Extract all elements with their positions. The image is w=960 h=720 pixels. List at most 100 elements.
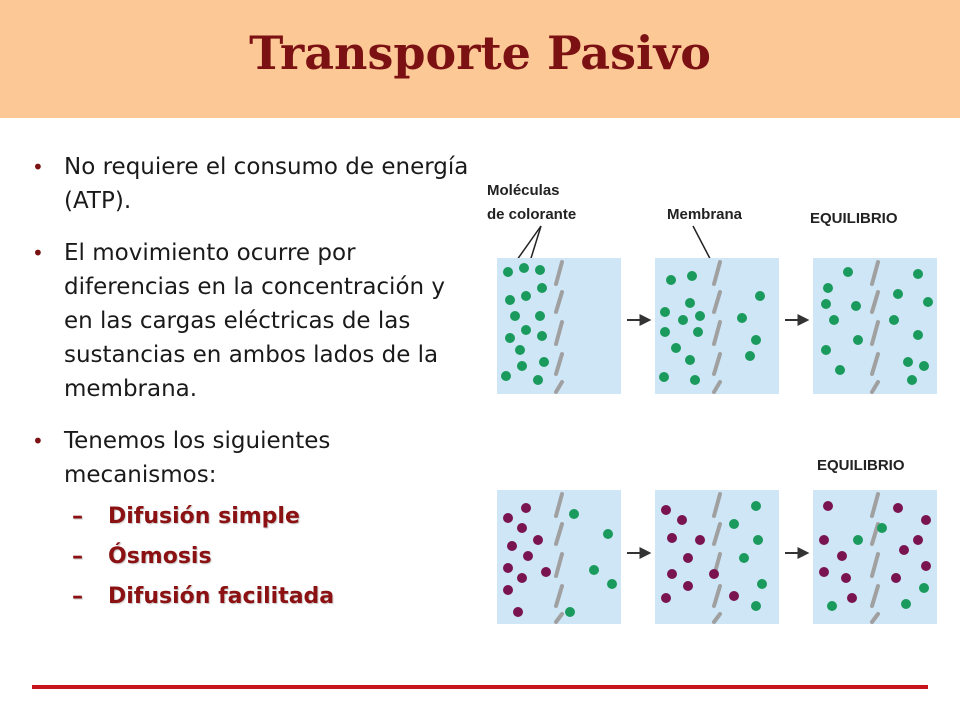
- purple-molecule: [823, 501, 833, 511]
- membrane-segment: [554, 584, 564, 608]
- green-molecule: [678, 315, 688, 325]
- green-molecule: [853, 335, 863, 345]
- green-molecule: [659, 372, 669, 382]
- purple-molecule: [841, 573, 851, 583]
- green-molecule: [843, 267, 853, 277]
- membrane-segment: [712, 492, 722, 518]
- purple-molecule: [729, 591, 739, 601]
- purple-molecule: [695, 535, 705, 545]
- membrane-segment: [712, 522, 722, 546]
- bullet-item: • El movimiento ocurre por diferencias e…: [30, 236, 470, 406]
- dash-icon: –: [72, 544, 83, 569]
- membrane-segment: [870, 584, 880, 608]
- membrane-segment: [870, 612, 880, 624]
- mechanism-item: – Ósmosis: [30, 540, 470, 574]
- green-molecule: [505, 333, 515, 343]
- membrane-segment: [870, 290, 880, 314]
- green-molecule: [755, 291, 765, 301]
- green-molecule: [521, 325, 531, 335]
- purple-molecule: [503, 563, 513, 573]
- green-molecule: [671, 343, 681, 353]
- green-molecule: [751, 335, 761, 345]
- purple-molecule: [893, 503, 903, 513]
- green-molecule: [729, 519, 739, 529]
- purple-molecule: [517, 523, 527, 533]
- purple-molecule: [533, 535, 543, 545]
- molecules-label-line2: de colorante: [487, 206, 576, 223]
- green-molecule: [757, 579, 767, 589]
- title-banner: [0, 0, 960, 118]
- purple-molecule: [661, 505, 671, 515]
- purple-molecule: [667, 569, 677, 579]
- green-molecule: [660, 307, 670, 317]
- green-molecule: [537, 283, 547, 293]
- green-molecule: [539, 357, 549, 367]
- green-molecule: [519, 263, 529, 273]
- membrane-segment: [870, 492, 880, 518]
- green-molecule: [821, 299, 831, 309]
- purple-molecule: [709, 569, 719, 579]
- membrane-segment: [554, 380, 564, 394]
- purple-molecule: [677, 515, 687, 525]
- green-molecule: [565, 607, 575, 617]
- green-molecule: [660, 327, 670, 337]
- mechanism-item: – Difusión simple: [30, 500, 470, 534]
- membrane-segment: [554, 320, 564, 346]
- green-molecule: [751, 601, 761, 611]
- green-molecule: [521, 291, 531, 301]
- purple-molecule: [683, 581, 693, 591]
- purple-molecule: [891, 573, 901, 583]
- membrane-segment: [554, 552, 564, 578]
- mechanism-item: – Difusión facilitada: [30, 580, 470, 614]
- membrane-segment: [554, 522, 564, 546]
- green-molecule: [515, 345, 525, 355]
- bullet-dot-icon: •: [32, 429, 44, 453]
- green-molecule: [919, 361, 929, 371]
- green-molecule: [737, 313, 747, 323]
- green-molecule: [501, 371, 511, 381]
- green-molecule: [877, 523, 887, 533]
- green-molecule: [535, 265, 545, 275]
- green-molecule: [510, 311, 520, 321]
- membrane-segment: [870, 320, 880, 346]
- bullet-text: El movimiento ocurre por diferencias en …: [64, 240, 446, 402]
- purple-molecule: [523, 551, 533, 561]
- membrane-segment: [712, 380, 722, 394]
- membrane-label: Membrana: [667, 206, 743, 223]
- equilibrium-label-bottom: EQUILIBRIO: [817, 457, 905, 474]
- membrane-segment: [870, 522, 880, 546]
- purple-molecule: [921, 515, 931, 525]
- purple-molecule: [513, 607, 523, 617]
- membrane-segments: [554, 260, 880, 624]
- green-molecule: [913, 269, 923, 279]
- green-molecule: [693, 327, 703, 337]
- slide-title: Transporte Pasivo: [249, 26, 711, 80]
- green-molecule: [695, 311, 705, 321]
- purple-molecule: [541, 567, 551, 577]
- green-molecule: [919, 583, 929, 593]
- purple-molecule: [683, 553, 693, 563]
- green-molecule: [569, 509, 579, 519]
- green-molecule: [690, 375, 700, 385]
- membrane-segment: [712, 612, 722, 624]
- purple-molecule: [921, 561, 931, 571]
- purple-molecule: [837, 551, 847, 561]
- green-molecule: [823, 283, 833, 293]
- footer-divider: [32, 685, 928, 689]
- membrane-segment: [554, 492, 564, 518]
- purple-molecule: [517, 573, 527, 583]
- purple-molecule: [503, 513, 513, 523]
- mechanism-label: Difusión simple: [108, 504, 300, 529]
- green-molecule: [535, 311, 545, 321]
- purple-molecule: [503, 585, 513, 595]
- bullet-item: • Tenemos los siguientes mecanismos:: [30, 424, 470, 492]
- green-molecule: [903, 357, 913, 367]
- green-molecule: [889, 315, 899, 325]
- membrane-segment: [870, 352, 880, 376]
- green-molecule: [517, 361, 527, 371]
- green-molecule: [751, 501, 761, 511]
- green-molecule: [835, 365, 845, 375]
- green-molecule: [603, 529, 613, 539]
- molecules-label-line1: Moléculas: [487, 182, 560, 199]
- purple-molecule: [847, 593, 857, 603]
